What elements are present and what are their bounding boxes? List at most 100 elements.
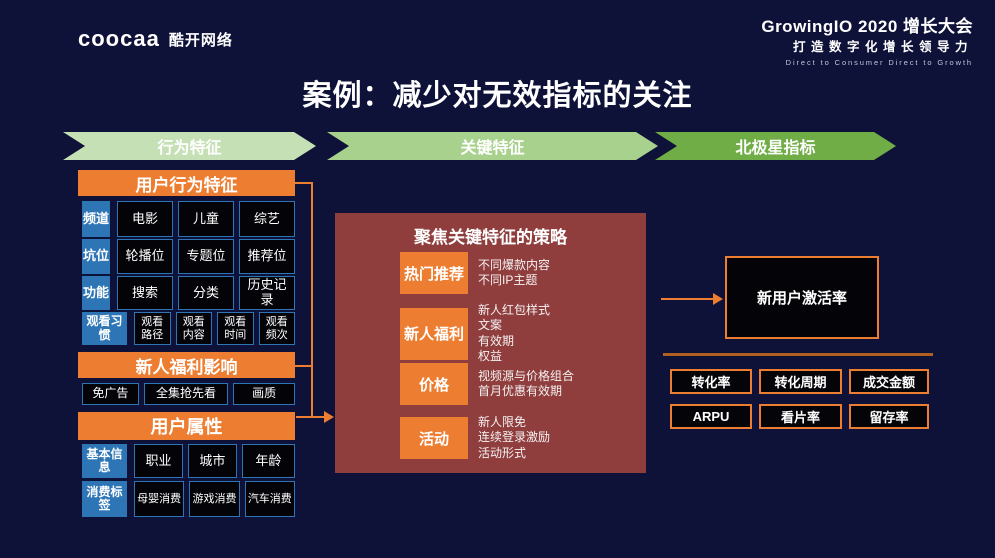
behavior-row-slot: 坑位 轮播位 专题位 推荐位	[78, 239, 295, 274]
feature-chip: 职业	[134, 444, 183, 478]
strategy-desc: 新人限免 连续登录激励 活动形式	[478, 415, 550, 461]
strategy-desc-line: 活动形式	[478, 445, 527, 460]
stage-key-features: 关键特征	[327, 132, 658, 160]
metric-box: 转化率	[670, 369, 752, 394]
feature-chip: 母婴消费	[134, 481, 185, 517]
stage-label: 北极星指标	[735, 140, 816, 157]
feature-chip: 儿童	[178, 201, 234, 237]
connector-vertical	[311, 182, 313, 418]
row-items: 观看路径 观看内容 观看时间 观看频次	[134, 312, 295, 345]
behavior-row-consume-tags: 消费标签 母婴消费 游戏消费 汽车消费	[78, 481, 295, 517]
behavior-row-basic-info: 基本信息 职业 城市 年龄	[78, 444, 295, 478]
strategy-desc-line: 文案	[478, 318, 503, 333]
strategy-title: 聚焦关键特征的策略	[414, 228, 567, 247]
feature-chip: 搜索	[117, 276, 173, 310]
strategy-desc-line: 不同爆款内容	[478, 257, 551, 272]
stage-label: 关键特征	[460, 140, 525, 157]
strategy-desc-line: 新人红包样式	[478, 303, 551, 317]
strategy-label: 热门推荐	[400, 252, 468, 294]
row-label: 坑位	[82, 239, 110, 274]
strategy-row-hot: 热门推荐 不同爆款内容 不同IP主题	[400, 252, 638, 294]
feature-chip: 年龄	[241, 444, 295, 478]
feature-chip: 电影	[117, 201, 173, 237]
behavior-row-watch-habit: 观看习惯 观看路径 观看内容 观看时间 观看频次	[78, 312, 295, 345]
event-title: GrowingIO 2020 增长大会	[761, 17, 973, 36]
section-header-user-behavior: 用户行为特征	[78, 170, 295, 196]
coocaa-logo: coocaa 酷开网络	[78, 26, 233, 52]
behavior-row-channel: 频道 电影 儿童 综艺	[78, 201, 295, 237]
strategy-desc: 视频源与价格组合 首月优惠有效期	[478, 369, 574, 400]
section-header-newcomer-benefit: 新人福利影响	[78, 352, 295, 378]
row-label: 频道	[82, 201, 110, 237]
row-items: 电影 儿童 综艺	[117, 201, 295, 237]
feature-chip: 历史记录	[239, 276, 295, 310]
strategy-row-price: 价格 视频源与价格组合 首月优惠有效期	[400, 363, 638, 405]
strategy-desc: 不同爆款内容 不同IP主题	[478, 258, 550, 289]
feature-chip: 汽车消费	[244, 481, 295, 517]
metrics-divider	[663, 353, 933, 356]
connector-right-line	[661, 298, 715, 300]
connector-arrow-line	[296, 416, 324, 418]
section-header-user-attributes: 用户属性	[78, 412, 295, 440]
strategy-desc-line: 新人限免	[478, 415, 527, 429]
feature-chip: 综艺	[239, 201, 295, 237]
connector-arrowhead-icon	[324, 411, 334, 423]
feature-chip: 观看时间	[217, 312, 254, 345]
event-subtitle: 打造数字化增长领导力	[792, 40, 973, 55]
stage-label: 行为特征	[157, 140, 222, 157]
feature-chip: 专题位	[178, 239, 234, 274]
strategy-desc-line: 连续登录激励	[478, 430, 551, 445]
row-label: 观看习惯	[82, 312, 127, 345]
strategy-label: 价格	[400, 363, 468, 405]
row-items: 轮播位 专题位 推荐位	[117, 239, 295, 274]
strategy-label: 新人福利	[400, 307, 468, 360]
secondary-metrics-grid: 转化率 转化周期 成交金额 ARPU 看片率 留存率	[670, 369, 929, 429]
metric-box: ARPU	[670, 404, 752, 429]
row-label: 功能	[82, 276, 110, 310]
stage-behavior-features: 行为特征	[63, 132, 316, 160]
behavior-row-benefit: 免广告 全集抢先看 画质	[78, 383, 295, 405]
row-items: 母婴消费 游戏消费 汽车消费	[134, 481, 295, 517]
strategy-desc-line: 权益	[478, 349, 503, 364]
event-tagline: Direct to Consumer Direct to Growth	[785, 57, 973, 67]
feature-chip: 画质	[233, 383, 295, 405]
connector-stub-mid	[295, 365, 313, 367]
metric-box: 留存率	[849, 404, 929, 429]
strategy-panel: 聚焦关键特征的策略 热门推荐 不同爆款内容 不同IP主题 新人福利 新人红包样式…	[335, 213, 646, 473]
feature-chip: 全集抢先看	[143, 383, 229, 405]
strategy-row-newcomer: 新人福利 新人红包样式 文案 有效期 权益	[400, 303, 638, 364]
feature-chip: 轮播位	[117, 239, 173, 274]
row-items: 职业 城市 年龄	[134, 444, 295, 478]
feature-chip: 推荐位	[239, 239, 295, 274]
strategy-row-activity: 活动 新人限免 连续登录激励 活动形式	[400, 415, 638, 461]
strategy-desc-line: 不同IP主题	[478, 273, 538, 287]
strategy-desc-line: 视频源与价格组合	[478, 368, 575, 383]
feature-chip: 观看内容	[175, 312, 212, 345]
metric-box: 看片率	[759, 404, 842, 429]
slide-title: 案例：减少对无效指标的关注	[302, 80, 693, 112]
row-label: 基本信息	[82, 444, 127, 478]
behavior-row-function: 功能 搜索 分类 历史记录	[78, 276, 295, 310]
row-items: 免广告 全集抢先看 画质	[82, 383, 295, 405]
feature-chip: 分类	[178, 276, 234, 310]
feature-chip: 免广告	[82, 383, 139, 405]
feature-chip: 城市	[187, 444, 237, 478]
strategy-desc: 新人红包样式 文案 有效期 权益	[478, 303, 550, 364]
connector-stub-top	[295, 182, 313, 184]
coocaa-logo-cn: 酷开网络	[168, 31, 233, 49]
strategy-desc-line: 首月优惠有效期	[478, 384, 563, 398]
feature-chip: 观看路径	[134, 312, 171, 345]
connector-right-arrowhead-icon	[713, 293, 723, 305]
primary-metric-box: 新用户激活率	[725, 256, 879, 339]
feature-chip: 游戏消费	[189, 481, 240, 517]
coocaa-logo-text: coocaa	[78, 26, 160, 51]
row-items: 搜索 分类 历史记录	[117, 276, 295, 310]
metric-box: 成交金额	[849, 369, 929, 394]
strategy-label: 活动	[400, 417, 468, 460]
event-brand: GrowingIO 2020 增长大会 打造数字化增长领导力 Direct to…	[761, 16, 973, 67]
metric-box: 转化周期	[759, 369, 842, 394]
strategy-desc-line: 有效期	[478, 333, 515, 348]
feature-chip: 观看频次	[258, 312, 295, 345]
stage-north-star: 北极星指标	[655, 132, 896, 160]
row-label: 消费标签	[82, 481, 127, 517]
